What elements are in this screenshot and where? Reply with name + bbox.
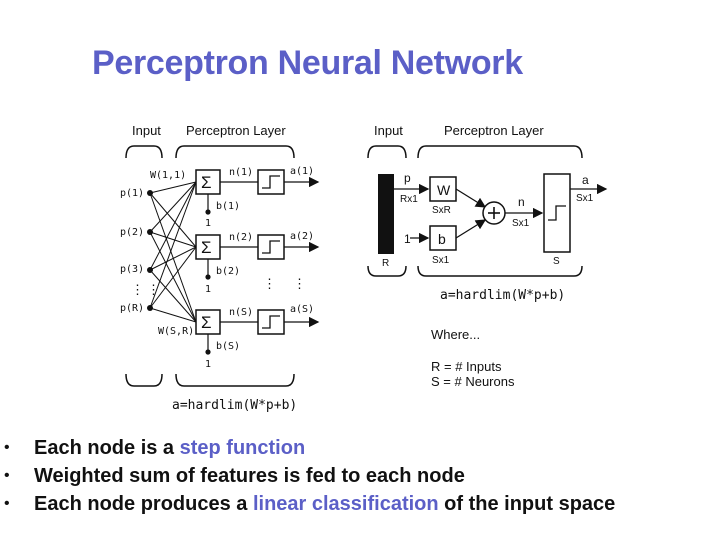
sum-box-s — [195, 309, 221, 335]
input-label-1: p(1) — [120, 188, 144, 199]
bias-label-2: b(2) — [216, 266, 240, 277]
input-label-2: p(2) — [120, 227, 144, 238]
weight-label-top: W(1,1) — [150, 170, 186, 181]
weight-connections — [149, 181, 197, 323]
sum-icon-s: Σ — [201, 313, 212, 332]
one-label: 1 — [404, 232, 411, 246]
step-box-s — [257, 309, 285, 335]
output-label-s: a(S) — [290, 304, 314, 315]
step-box-2 — [257, 234, 285, 260]
w-label: W — [437, 182, 451, 198]
input-ellipsis-right: ⋮ — [147, 282, 160, 297]
bullet-text: Weighted sum of features is fed to each … — [34, 462, 465, 490]
step-function-icon — [548, 205, 566, 221]
bullet-item: • Weighted sum of features is fed to eac… — [0, 462, 720, 490]
legend-s: S = # Neurons — [431, 374, 515, 389]
input-vector-bar — [378, 174, 394, 254]
input-label-r: p(R) — [120, 303, 144, 314]
left-layer-bottom-bracket — [175, 373, 295, 387]
step-function-icon-1 — [262, 175, 280, 189]
net-label-1: n(1) — [229, 167, 253, 178]
bullet-dot: • — [4, 467, 10, 484]
left-layer-top-bracket — [175, 145, 295, 159]
bullet-highlight: step function — [179, 437, 306, 459]
net-label-2: n(2) — [229, 232, 253, 243]
bullet-text-plain: Weighted sum of features is fed to each … — [34, 465, 465, 487]
step-function-icon-s — [262, 315, 280, 329]
node-ellipsis-2: ⋮ — [293, 276, 306, 291]
a-label: a — [582, 173, 589, 187]
s-label: S — [553, 256, 560, 267]
perceptron-diagram: Input Perceptron Layer W(1,1) W(S,R) p(1… — [120, 123, 608, 413]
p-dim-label: Rx1 — [400, 194, 418, 205]
right-input-header: Input — [374, 123, 403, 138]
weight-label-bottom: W(S,R) — [158, 326, 194, 337]
sum-icon-1: Σ — [201, 173, 212, 192]
where-label: Where... — [431, 327, 480, 342]
bias-one-1: 1 — [205, 218, 211, 229]
input-ellipsis-left: ⋮ — [131, 282, 144, 297]
step-function-icon-2 — [262, 240, 280, 254]
left-formula: a=hardlim(W*p+b) — [172, 398, 297, 413]
bullet-highlight: linear classification — [252, 493, 439, 515]
bullet-item: • Each node is a step function — [0, 434, 720, 462]
right-input-bottom-bracket — [367, 265, 407, 277]
bullet-dot: • — [4, 495, 10, 512]
b-label: b — [438, 231, 446, 247]
right-layer-bottom-bracket — [417, 265, 583, 277]
left-network-diagram: Input Perceptron Layer W(1,1) W(S,R) p(1… — [120, 123, 320, 413]
bullet-text-plain: Each node produces a — [34, 493, 253, 515]
output-label-2: a(2) — [290, 231, 314, 242]
w-dim-label: SxR — [432, 205, 451, 216]
bias-label-s: b(S) — [216, 341, 240, 352]
bias-one-2: 1 — [205, 284, 211, 295]
input-label-3: p(3) — [120, 264, 144, 275]
input-dim-label: R — [382, 258, 389, 269]
bias-label-1: b(1) — [216, 201, 240, 212]
n-label: n — [518, 195, 525, 209]
right-layer-header: Perceptron Layer — [444, 123, 544, 138]
slide-title: Perceptron Neural Network — [92, 44, 523, 82]
right-matrix-diagram: Input Perceptron Layer R p Rx1 W SxR 1 b… — [367, 123, 608, 389]
left-input-top-bracket — [125, 145, 163, 159]
b-dim-label: Sx1 — [432, 255, 450, 266]
bullet-list: • Each node is a step function • Weighte… — [0, 434, 720, 518]
legend-r: R = # Inputs — [431, 359, 502, 374]
sum-icon-2: Σ — [201, 238, 212, 257]
right-layer-bracket — [417, 145, 583, 159]
step-box-1 — [257, 169, 285, 195]
bullet-text: Each node produces a linear classificati… — [34, 490, 615, 518]
neuron-s: Σ n(S) a(S) b(S) 1 — [195, 304, 320, 370]
neuron-1: Σ n(1) a(1) b(1) 1 — [195, 166, 320, 229]
left-layer-header: Perceptron Layer — [186, 123, 286, 138]
weight-matrix-box — [429, 176, 457, 202]
p-label: p — [404, 171, 411, 185]
n-dim-label: Sx1 — [512, 218, 530, 229]
hardlim-box — [543, 173, 571, 253]
right-formula: a=hardlim(W*p+b) — [440, 288, 565, 303]
bullet-item: • Each node produces a linear classifica… — [0, 490, 720, 518]
output-label-1: a(1) — [290, 166, 314, 177]
bullet-text: Each node is a step function — [34, 434, 305, 462]
bias-one-s: 1 — [205, 359, 211, 370]
right-input-bracket — [367, 145, 407, 159]
left-input-bottom-bracket — [125, 373, 163, 387]
node-ellipsis-1: ⋮ — [263, 276, 276, 291]
a-dim-label: Sx1 — [576, 193, 594, 204]
net-label-s: n(S) — [229, 307, 253, 318]
bullet-dot: • — [4, 439, 10, 456]
neuron-2: Σ n(2) a(2) b(2) 1 — [195, 231, 320, 295]
left-input-header: Input — [132, 123, 161, 138]
bullet-text-plain: Each node is a — [34, 437, 180, 459]
bullet-text-plain: of the input space — [438, 493, 616, 515]
